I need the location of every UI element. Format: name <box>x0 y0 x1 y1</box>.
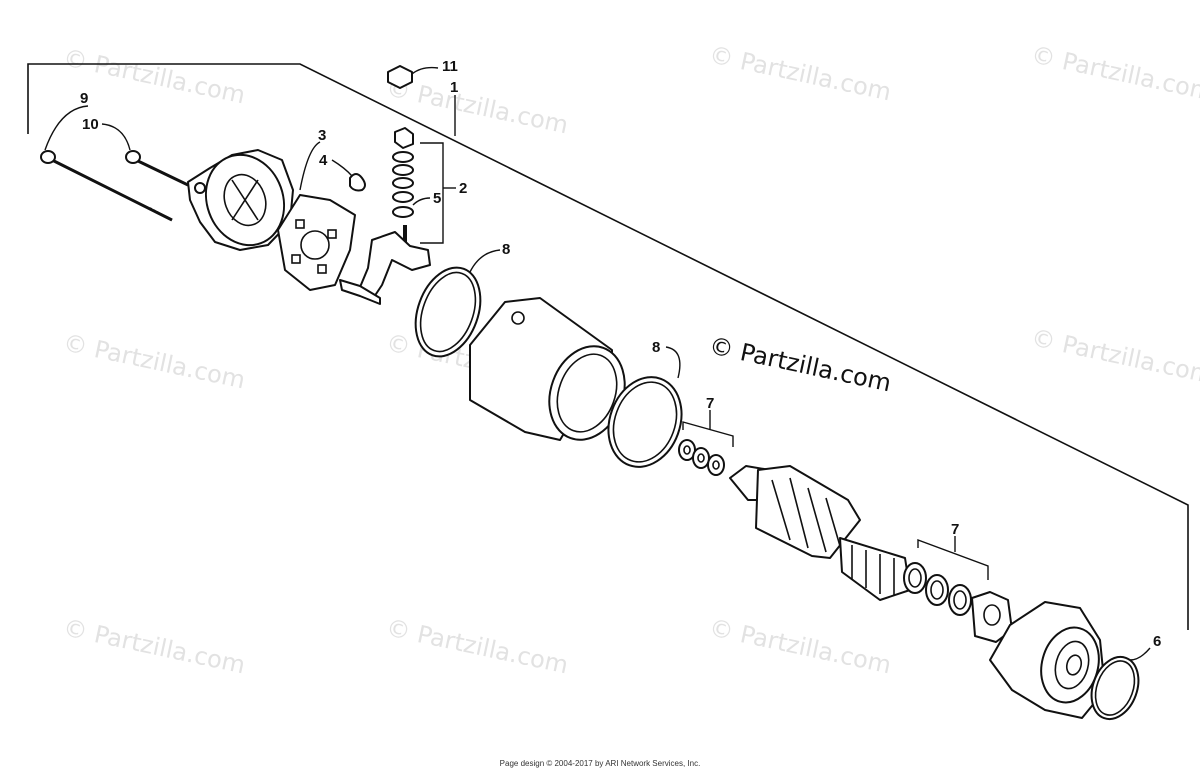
bolt-10 <box>125 150 189 187</box>
callout-1: 1 <box>450 79 458 96</box>
watermark: © Partzilla.com <box>1029 40 1200 106</box>
callout-numbers: 11 1 9 10 3 4 2 5 8 8 7 7 6 <box>80 58 1161 650</box>
brush-holder <box>339 231 431 305</box>
armature <box>729 465 911 601</box>
callout-11: 11 <box>442 58 458 75</box>
watermark: © Partzilla.com <box>707 40 894 106</box>
callout-9: 9 <box>80 90 88 107</box>
watermark: © Partzilla.com <box>61 328 248 394</box>
spring-4 <box>349 173 366 192</box>
callout-6: 6 <box>1153 633 1161 650</box>
callout-3: 3 <box>318 127 326 144</box>
callout-5: 5 <box>433 190 441 207</box>
watermark: © Partzilla.com <box>1029 323 1200 389</box>
callout-leaders <box>44 66 1151 661</box>
through-bolt-9 <box>40 150 173 222</box>
terminal-stack <box>387 65 414 250</box>
watermark: © Partzilla.com <box>707 613 894 679</box>
footer-copyright: Page design © 2004-2017 by ARI Network S… <box>500 759 701 768</box>
watermark-main: © Partzilla.com <box>707 331 894 397</box>
callout-7-lower: 7 <box>951 521 959 538</box>
callout-2: 2 <box>459 180 467 197</box>
o-ring-8a <box>414 266 482 358</box>
yoke-housing <box>469 297 626 441</box>
callout-8-upper: 8 <box>502 241 510 258</box>
watermark: © Partzilla.com <box>61 613 248 679</box>
washers-7b <box>903 562 972 616</box>
callout-4: 4 <box>319 152 328 169</box>
o-ring-6 <box>1090 656 1140 720</box>
washers-7a <box>678 439 725 476</box>
callout-10: 10 <box>82 116 99 133</box>
watermark-group: © Partzilla.com © Partzilla.com © Partzi… <box>61 40 1200 679</box>
watermark: © Partzilla.com <box>384 73 571 139</box>
rear-housing <box>187 149 294 251</box>
watermark: © Partzilla.com <box>61 43 248 109</box>
watermark: © Partzilla.com <box>384 613 571 679</box>
o-ring-8b <box>607 376 683 468</box>
front-housing <box>989 601 1106 719</box>
callout-8-lower: 8 <box>652 339 660 356</box>
brush-plate-3 <box>277 194 356 291</box>
callout-7-upper: 7 <box>706 395 714 412</box>
assembly-bracket <box>27 63 1189 630</box>
